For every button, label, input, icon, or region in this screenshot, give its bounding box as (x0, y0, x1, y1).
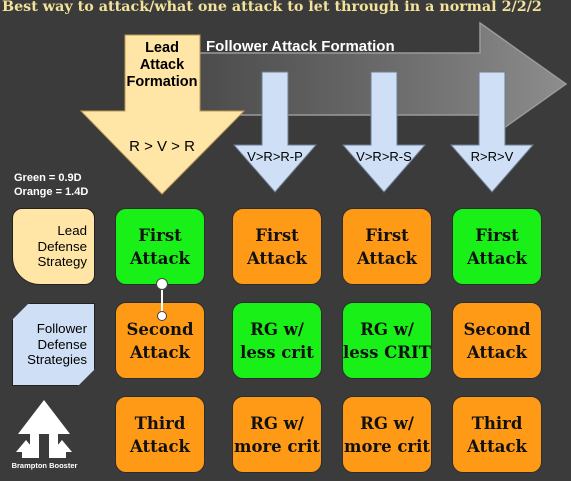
page-title: Best way to attack/what one attack to le… (2, 0, 542, 15)
grid-cell-r3-c4: Third Attack (452, 396, 542, 473)
follower-arrow-2 (341, 71, 427, 193)
lead-formation-label: Lead Attack Formation (126, 40, 198, 90)
grid-cell-r1-c3: First Attack (342, 208, 432, 285)
follower-defense-strategies-box: Follower Defense Strategies (12, 303, 95, 386)
grid-cell-r1-c1: First Attack (115, 208, 205, 285)
lead-formation-arrow (79, 34, 246, 195)
grid-cell-r1-c2: First Attack (232, 208, 322, 285)
logo-text: Brampton Booster (11, 461, 78, 470)
legend-orange: Orange = 1.4D (14, 186, 89, 198)
grid-cell-r2-c4: Second Attack (452, 302, 542, 379)
lead-formation-order: R > V > R (129, 138, 195, 155)
follower-arrow-3 (449, 71, 535, 193)
grid-cell-r2-c1: Second Attack (115, 302, 205, 379)
grid-cell-r3-c3: RG w/ more crit (342, 396, 432, 473)
follower-arrow-label-1: V>R>R-P (247, 149, 303, 164)
legend-green: Green = 0.9D (14, 172, 82, 184)
follower-arrow-label-3: R>R>V (470, 149, 514, 164)
follower-arrow-label-2: V>R>R-S (356, 149, 412, 164)
follower-formation-label: Follower Attack Formation (206, 38, 395, 55)
grid-cell-r3-c2: RG w/ more crit (232, 396, 322, 473)
grid-cell-r2-c3: RG w/ less CRIT (342, 302, 432, 379)
grid-cell-r2-c2: RG w/ less crit (232, 302, 322, 379)
follower-arrow-1 (232, 71, 318, 193)
grid-cell-r3-c1: Third Attack (115, 396, 205, 473)
lead-defense-strategy-box: Lead Defense Strategy (12, 208, 95, 285)
grid-cell-r1-c4: First Attack (452, 208, 542, 285)
